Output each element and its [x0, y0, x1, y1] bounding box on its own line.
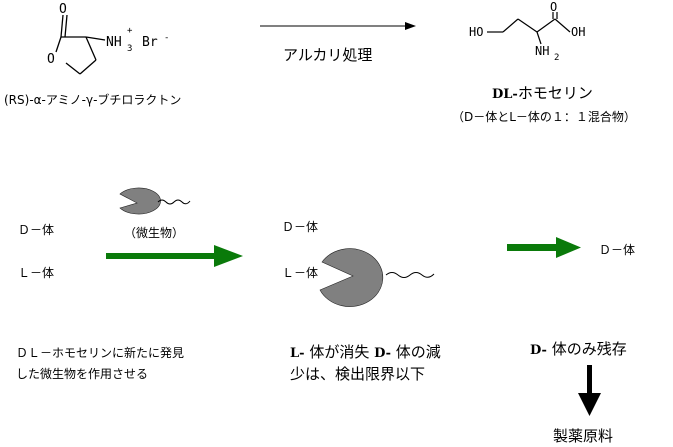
- ring-bond: [65, 62, 81, 75]
- amine-bond: [536, 31, 542, 45]
- stage1-l-label: Ｌ－体: [18, 266, 54, 280]
- product-prefix: DL-: [492, 87, 518, 102]
- arrow-head: [556, 237, 581, 258]
- ammonium-charge: +: [127, 26, 133, 36]
- arrow-head: [214, 245, 243, 267]
- acid-hydroxyl: OH: [571, 25, 585, 39]
- stage3-d-prefix: D-: [530, 343, 547, 358]
- microbe-icon-small: [119, 187, 191, 215]
- carbonyl-bond: [60, 14, 64, 38]
- chain-bond: [517, 18, 538, 33]
- chain-bond: [502, 18, 519, 33]
- stage1-caption-line1: ＤＬ－ホモセリンに新たに発見: [16, 345, 184, 360]
- ring-oxygen: O: [47, 52, 55, 67]
- amine-subscript: 2: [554, 53, 559, 63]
- chain-bond: [536, 18, 556, 33]
- arrow-shaft: [507, 244, 559, 251]
- bromide-charge: -: [164, 33, 169, 43]
- reaction-arrow-head: [405, 22, 416, 30]
- microbe-icon-large: [319, 248, 435, 307]
- microbe-tail: [385, 272, 435, 278]
- stage2-caption-mid: 体が消失: [305, 343, 375, 361]
- stage2-caption-line1: L- 体が消失 D- 体の減: [290, 343, 441, 361]
- stage3-caption-rest: 体のみ残存: [547, 340, 627, 358]
- product-name: DL-ホモセリン: [492, 84, 593, 102]
- reaction-label: アルカリ処理: [283, 46, 372, 64]
- stage2-caption-rest: 体の減: [391, 343, 441, 361]
- microbe-label: （微生物）: [124, 226, 184, 240]
- acid-bond: [554, 18, 571, 33]
- ring-bond: [55, 36, 62, 53]
- carbonyl-bond: [64, 14, 68, 38]
- product-main: ホモセリン: [518, 84, 593, 102]
- stage1-caption-line2: した微生物を作用させる: [16, 367, 148, 381]
- stage2-l-label: Ｌ－体: [282, 266, 318, 280]
- amine-label: NH: [535, 44, 549, 58]
- process-arrow-2: [507, 237, 581, 258]
- ring-bond: [85, 36, 97, 61]
- carbonyl-oxygen: O: [59, 2, 67, 17]
- final-label: 製薬原料: [553, 427, 613, 445]
- hydroxyl-label: HO: [469, 25, 483, 39]
- stage2-caption-line2: 少は、検出限界以下: [290, 365, 425, 383]
- amine-bond: [85, 36, 106, 41]
- stage2-d-prefix: D-: [374, 346, 391, 361]
- process-arrow-1: [106, 245, 243, 267]
- stage3-d-label: Ｄ－体: [599, 243, 635, 257]
- product-structure: HO O OH NH 2: [469, 0, 585, 63]
- arrow-shaft: [106, 253, 216, 259]
- ammonium-label: NH: [106, 35, 122, 50]
- carbonyl-oxygen: O: [550, 0, 557, 14]
- stage2-l-prefix: L-: [290, 346, 305, 361]
- down-arrow: [578, 365, 601, 416]
- stage1-d-label: Ｄ－体: [18, 223, 54, 237]
- microbe-body: [319, 248, 384, 307]
- ring-bond: [79, 59, 97, 75]
- ammonium-subscript: 3: [127, 44, 132, 54]
- arrow-shaft: [587, 365, 592, 397]
- reactant-name: (RS)-α-アミノ-γ-ブチロラクトン: [4, 92, 181, 107]
- stage3-caption: D- 体のみ残存: [530, 340, 627, 358]
- bromide-label: Br: [142, 35, 158, 50]
- microbe-tail: [157, 199, 191, 205]
- product-note: （D－体とL－体の１：１混合物）: [452, 109, 636, 124]
- stage2-d-label: Ｄ－体: [282, 220, 318, 234]
- arrow-head: [578, 393, 601, 416]
- reactant-structure: O O NH 3 + Br -: [47, 2, 169, 75]
- microbe-body: [119, 187, 161, 215]
